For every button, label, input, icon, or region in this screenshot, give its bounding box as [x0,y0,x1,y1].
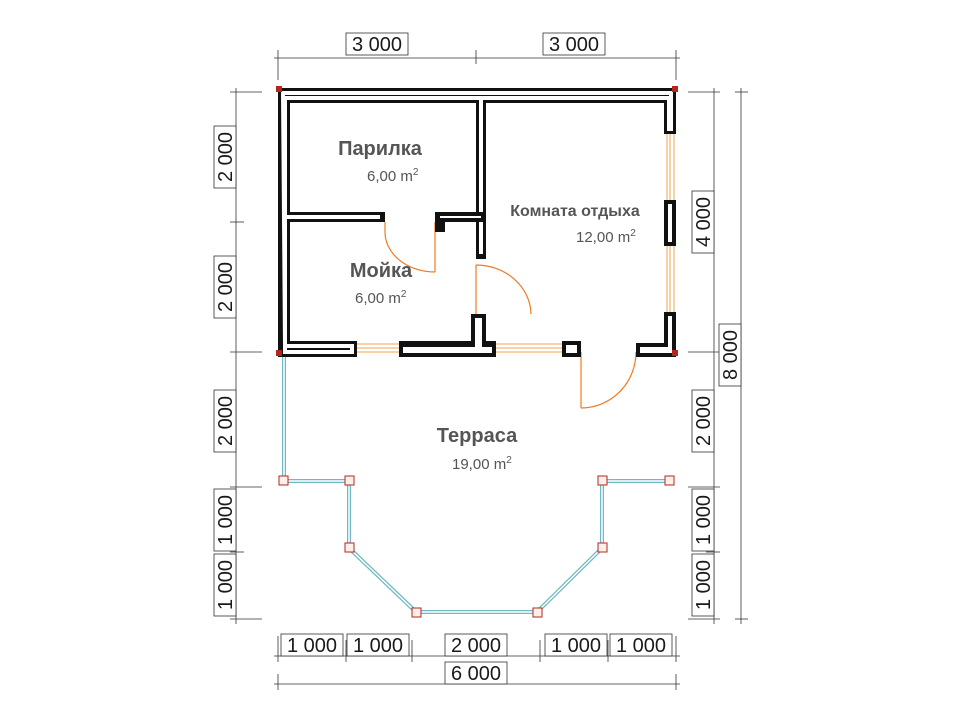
post [532,607,543,618]
post [597,542,608,553]
terrace-railing [282,357,669,614]
post [344,475,355,486]
dim-bottom-1: 1 000 [287,635,337,657]
dim-bottom-5: 1 000 [616,635,666,657]
room-name-terrasa: Терраса [437,425,518,447]
room-labels: Парилка 6,00 m2 Комната отдыха 12,00 m2 … [338,138,640,473]
dim-left-4: 1 000 [215,495,237,545]
dim-top-left: 3 000 [352,34,402,56]
dim-right-2: 1 000 [693,495,715,545]
dim-bottom-overall: 6 000 [451,663,501,685]
dim-bottom-2: 1 000 [353,635,403,657]
post [344,542,355,553]
room-area-komnata: 12,00 m2 [576,228,636,246]
dim-left-3: 2 000 [215,396,237,446]
dim-top-right: 3 000 [549,34,599,56]
room-name-parilka: Парилка [338,138,423,160]
post [597,475,608,486]
dim-bottom-4: 1 000 [551,635,601,657]
post [411,607,422,618]
room-area-moika: 6,00 m2 [355,289,407,307]
dim-left-5: 1 000 [215,560,237,610]
dim-right-overall: 8 000 [720,330,742,380]
room-area-terrasa: 19,00 m2 [452,455,512,473]
dim-left-2: 2 000 [215,262,237,312]
dimension-labels: 3 000 3 000 2 000 2 000 2 000 1 000 1 00… [213,32,742,685]
room-area-parilka: 6,00 m2 [367,167,419,185]
dim-right-3: 1 000 [693,560,715,610]
room-name-komnata: Комната отдыха [510,203,640,220]
dim-right-1: 2 000 [693,396,715,446]
walls [278,88,676,357]
room-name-moika: Мойка [350,260,413,282]
post [664,475,675,486]
doors [384,222,637,409]
windows [357,134,675,353]
dim-bottom-3: 2 000 [451,635,501,657]
corner-marks [276,86,678,356]
post [278,475,289,486]
terrace-posts [278,475,675,618]
dim-right-rooms: 4 000 [693,197,715,247]
dim-left-1: 2 000 [215,132,237,182]
